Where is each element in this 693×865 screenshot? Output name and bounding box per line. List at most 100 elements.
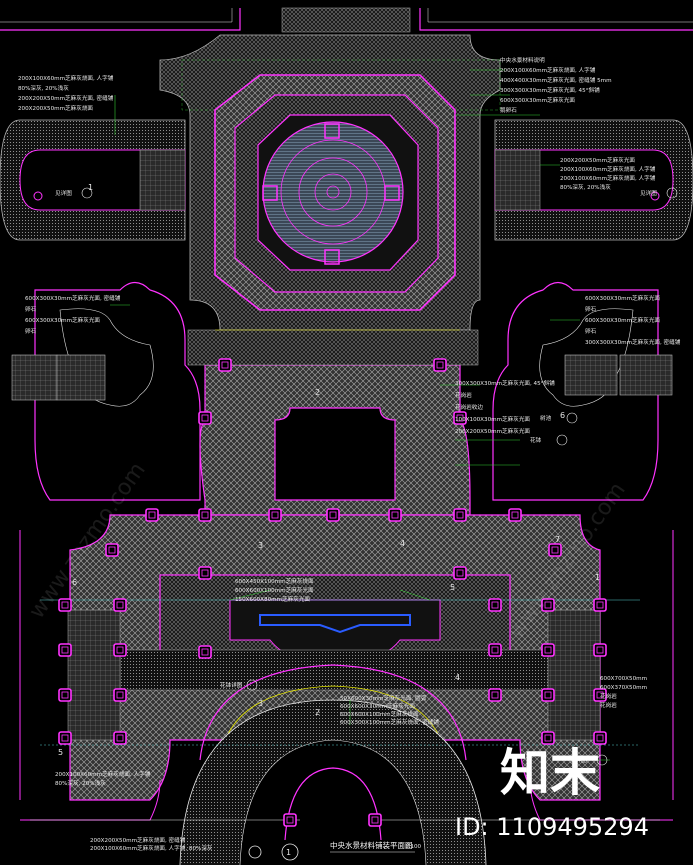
material-label: 200X100X60mm芝麻灰烧面, 人字铺 xyxy=(55,770,151,778)
detail-tag: 见详图 xyxy=(55,189,72,197)
middle-plaza xyxy=(187,329,479,516)
column-pier-inner xyxy=(61,646,69,654)
material-label: 80%深灰, 20%浅灰 xyxy=(18,84,69,92)
column-pier xyxy=(453,566,467,580)
detail-tag: 见详图 xyxy=(640,189,657,197)
column-pier xyxy=(541,731,555,745)
material-label: 200X100X60mm芝麻灰烧面, 人字铺 xyxy=(560,165,656,173)
material-label: 150X600X80mm芝麻灰光面 xyxy=(235,595,310,603)
column-piers xyxy=(58,358,607,827)
material-label: 600X600X100mm芝麻灰烧面 xyxy=(340,710,419,718)
material-label: 300X300X30mm芝麻灰光面, 45°斜铺 xyxy=(500,86,600,94)
material-label: 200X200X50mm芝麻灰烧面, 密缝铺 xyxy=(90,836,186,844)
detail-tag-circle xyxy=(556,434,568,446)
material-label: 200X100X60mm芝麻灰烧面, 人字铺 xyxy=(560,174,656,182)
material-labels-lower-center2: 50X600X30mm芝麻灰光面, 圆弧600X600X30mm芝麻灰光面600… xyxy=(340,694,439,726)
column-pier-inner xyxy=(544,646,552,654)
material-label: 200X100X60mm芝麻灰烧面, 人字铺, 80%深灰 xyxy=(90,844,213,852)
callout-number: 1 xyxy=(595,573,600,582)
material-label: 600X700X50mm xyxy=(600,676,647,682)
material-label: 600X600X100mm芝麻灰光面 xyxy=(235,586,314,594)
column-pier-inner xyxy=(271,511,279,519)
material-label: 花岗岩 xyxy=(600,701,617,709)
column-pier-inner xyxy=(371,816,379,824)
material-label: 100X100X30mm芝麻灰光面 xyxy=(455,415,530,423)
detail-tag: 花钵 xyxy=(530,436,542,444)
column-pier xyxy=(58,731,72,745)
column-pier xyxy=(433,358,447,372)
column-pier-inner xyxy=(544,601,552,609)
column-pier-inner xyxy=(116,734,124,742)
column-pier xyxy=(541,643,555,657)
material-label: 200X200X50mm芝麻灰光面 xyxy=(455,427,530,435)
column-pier xyxy=(198,411,212,425)
material-labels-left-mid: 600X300X30mm芝麻灰光面, 密缝铺卵石600X300X30mm芝麻灰光… xyxy=(25,294,121,335)
material-labels-right-mid2: 600X300X30mm芝麻灰光面卵石600X300X30mm芝麻灰光面卵石30… xyxy=(585,294,681,346)
column-pier-inner xyxy=(201,511,209,519)
material-label: 50X600X30mm芝麻灰光面, 圆弧 xyxy=(340,694,427,702)
central-plaza xyxy=(159,34,501,331)
material-label: 花岗岩收边 xyxy=(455,403,483,411)
column-pier xyxy=(113,643,127,657)
material-label: 200X200X50mm芝麻灰光面 xyxy=(560,156,635,164)
detail-tag-circle xyxy=(246,679,258,691)
detail-tag-circle xyxy=(666,187,678,199)
column-pier-inner xyxy=(201,648,209,656)
material-label: 卵石 xyxy=(585,305,597,313)
column-pier xyxy=(105,543,119,557)
material-label: 400X400X30mm芝麻灰光面, 密缝铺 5mm xyxy=(500,76,612,84)
material-labels-lower-center: 600X450X100mm芝麻灰烧面600X600X100mm芝麻灰光面150X… xyxy=(235,577,314,603)
drawing-scale: 1:100 xyxy=(405,844,422,850)
callout-number: 4 xyxy=(400,539,405,548)
column-pier-inner xyxy=(596,734,604,742)
column-pier xyxy=(388,508,402,522)
column-pier-inner xyxy=(201,414,209,422)
material-label: 花岗岩 xyxy=(600,692,617,700)
column-pier-inner xyxy=(108,546,116,554)
material-labels-bottom: 200X200X50mm芝麻灰烧面, 密缝铺200X100X60mm芝麻灰烧面,… xyxy=(90,836,213,852)
column-pier xyxy=(488,598,502,612)
column-pier xyxy=(198,508,212,522)
column-pier-inner xyxy=(456,414,464,422)
column-pier-inner xyxy=(596,691,604,699)
leader-lines xyxy=(110,69,610,761)
material-label: 卵石 xyxy=(585,327,597,335)
detail-tag-circle xyxy=(566,412,578,424)
column-pier-inner xyxy=(544,691,552,699)
callout-number: 1 xyxy=(88,183,93,192)
column-pier-inner xyxy=(596,646,604,654)
material-label: 200X200X50mm芝麻灰烧面 xyxy=(18,104,93,112)
column-pier xyxy=(593,643,607,657)
watermark-id: ID: 1109495294 xyxy=(455,813,649,841)
side-walkways xyxy=(0,119,693,241)
material-label: 600X370X50mm xyxy=(600,685,647,691)
column-pier-inner xyxy=(221,361,229,369)
column-pier xyxy=(58,643,72,657)
title-callout-number: 1 xyxy=(286,848,291,857)
material-label: 600X300X30mm芝麻灰光面 xyxy=(585,316,660,324)
column-pier-inner xyxy=(551,546,559,554)
column-pier xyxy=(58,598,72,612)
column-pier-inner xyxy=(491,646,499,654)
material-label: 80%深灰, 20%浅灰 xyxy=(560,183,611,191)
column-pier xyxy=(593,598,607,612)
column-pier xyxy=(368,813,382,827)
column-pier-inner xyxy=(596,601,604,609)
column-pier xyxy=(58,688,72,702)
column-pier xyxy=(268,508,282,522)
column-pier xyxy=(508,508,522,522)
callout-number: 3 xyxy=(258,699,263,708)
column-pier-inner xyxy=(286,816,294,824)
material-label: 600X300X30mm芝麻灰光面 xyxy=(585,294,660,302)
title-block: 1 中央水景材料铺装平面图 1:100 xyxy=(248,840,422,861)
column-pier-inner xyxy=(201,569,209,577)
material-label: 600X300X30mm芝麻灰光面, 密缝铺 xyxy=(25,294,121,302)
material-label: 200X200X50mm芝麻灰光面, 密缝铺 xyxy=(18,94,114,102)
column-pier xyxy=(145,508,159,522)
column-pier-inner xyxy=(148,511,156,519)
